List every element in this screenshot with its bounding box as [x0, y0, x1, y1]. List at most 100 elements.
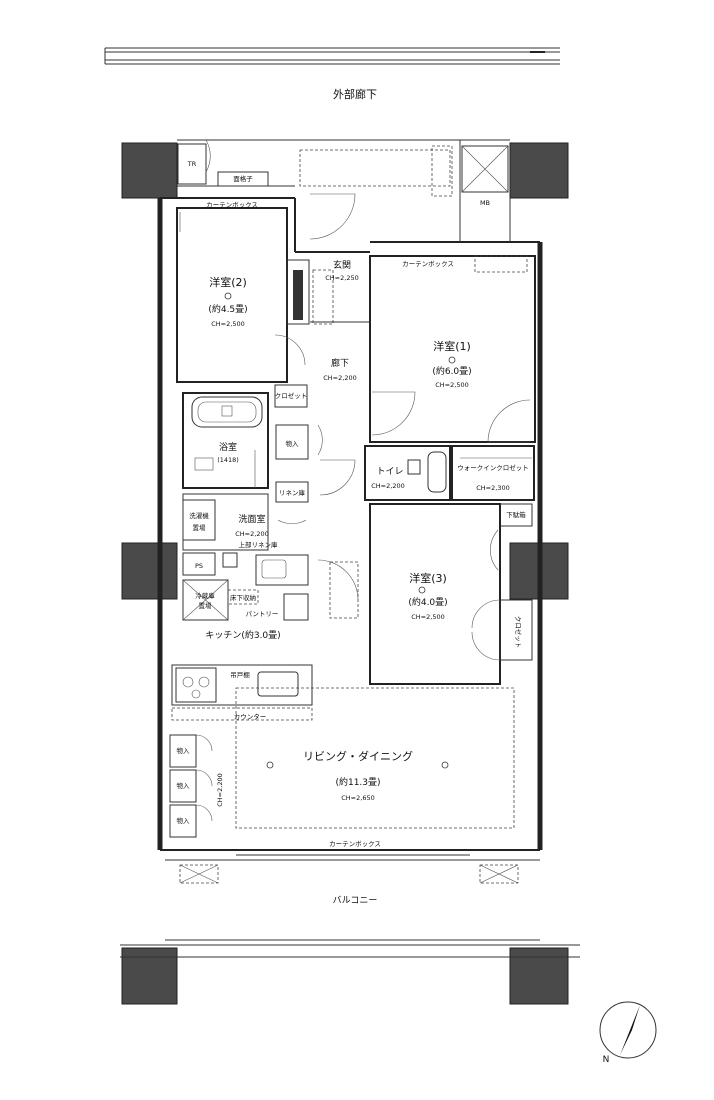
entrance-name: 玄関: [333, 259, 351, 271]
fridge-label-1: 冷蔵庫: [195, 591, 215, 600]
shoe-cabinet-label: 下駄箱: [506, 510, 526, 519]
room-bath: 浴室 (1418): [182, 392, 269, 489]
porch-dashed-2: [431, 145, 453, 197]
lattice-label: 面格子: [233, 174, 253, 183]
porch-dashed: [299, 149, 451, 187]
balcony: バルコニー: [120, 859, 580, 958]
ceiling-light-icon: [418, 586, 426, 594]
living-size: (約11.3畳): [335, 776, 380, 788]
linen-label: リネン庫: [279, 488, 306, 497]
stove-icon: [175, 667, 217, 703]
toilet-ch: CH=2,200: [371, 482, 404, 490]
kitchen-sink-icon: [257, 671, 299, 697]
room-living-dining: リビング・ダイニング (約11.3畳) CH=2,650: [235, 687, 515, 829]
balcony-label: バルコニー: [333, 895, 378, 906]
shoe-cabinet-fill: [293, 270, 303, 320]
washroom-name: 洗面室: [238, 513, 265, 525]
ceiling-light-icon: [266, 761, 274, 769]
room-western-1: カーテンボックス 洋室(1) (約6.0畳) CH=2,500: [369, 255, 536, 443]
western2-ch: CH=2,500: [211, 320, 244, 328]
washer-pan: [182, 499, 216, 541]
washer-pan-label-2: 置場: [193, 523, 207, 532]
closet-small: [274, 384, 308, 408]
sink-icon: [261, 559, 287, 579]
curtain-box-label-1: カーテンボックス: [206, 201, 258, 209]
hallway-name: 廊下: [331, 357, 349, 369]
kitchen-label: キッチン(約3.0畳): [205, 629, 280, 641]
ch-vertical-label: CH=2,200: [216, 773, 224, 806]
entrance-door-swing[interactable]: [309, 193, 356, 240]
pillar-bottom-right: [509, 947, 569, 1005]
pillar-top-right: [509, 142, 569, 199]
curtain-box-label-2: カーテンボックス: [402, 260, 454, 268]
fridge-label-2: 置場: [199, 601, 213, 610]
mb-label: MB: [480, 199, 490, 207]
toilet-icon: [427, 451, 447, 493]
upper-linen-label: 上部リネン庫: [239, 540, 279, 549]
western3-size: (約4.0畳): [408, 596, 447, 608]
tr-box: [177, 143, 207, 185]
pillar-bottom-left: [121, 947, 178, 1005]
storage-1-label: 物入: [177, 746, 191, 755]
room-walk-in-closet: ウォークインクロゼット CH=2,300: [451, 445, 535, 501]
western1-name: 洋室(1): [433, 339, 471, 353]
counter-label: カウンター: [234, 712, 267, 721]
ceiling-light-icon: [224, 292, 232, 300]
ps-label: PS: [195, 562, 203, 570]
shower-icon: [194, 457, 214, 471]
kitchen-counter: [171, 664, 313, 706]
washer-pan-label-1: 洗濯機: [189, 511, 209, 520]
mb-box: [461, 145, 509, 193]
western2-size: (約4.5畳): [208, 303, 247, 315]
hallway-ch: CH=2,200: [323, 374, 356, 382]
outer-walls: [157, 139, 543, 851]
sink-counter: [255, 554, 309, 586]
closet-vertical: [499, 599, 533, 661]
bathtub: [191, 396, 263, 428]
outer-corridor-rail: [104, 47, 560, 65]
room-washroom: 洗濯機 置場 洗面室 CH=2,200 上部リネン庫: [182, 493, 307, 551]
storage-3-label: 物入: [177, 816, 191, 825]
western1-size: (約6.0畳): [432, 365, 471, 377]
pillar-top-left: [121, 142, 178, 199]
compass-icon: N: [599, 1001, 657, 1065]
compass-north-label: N: [603, 1055, 610, 1065]
ceiling-light-icon: [448, 356, 456, 364]
cupboard-label: 吊戸棚: [230, 670, 250, 679]
closet-vertical-label: クロゼット: [514, 616, 523, 649]
storage-column: 物入 物入 物入: [169, 734, 213, 838]
entrance-storage: [286, 259, 310, 325]
ps-box: [182, 552, 216, 576]
bath-size: (1418): [217, 456, 239, 464]
pantry-label: パントリー: [246, 610, 279, 618]
western3-name: 洋室(3): [409, 571, 447, 585]
living-name: リビング・ダイニング: [303, 749, 413, 763]
room-toilet: トイレ CH=2,200: [364, 445, 451, 501]
closet-small-label: クロゼット: [275, 391, 308, 400]
western1-ch: CH=2,500: [435, 381, 468, 389]
western3-ch: CH=2,500: [411, 613, 444, 621]
walk-in-name: ウォークインクロゼット: [457, 463, 529, 472]
storage-hall: [275, 424, 309, 460]
pantry: [283, 593, 309, 621]
floor-storage: [227, 589, 259, 605]
lattice-window: [217, 171, 269, 187]
washroom-ch: CH=2,200: [235, 530, 268, 538]
floor-storage-label: 床下収納: [230, 593, 256, 602]
living-ch: CH=2,650: [341, 794, 374, 802]
entrance-ch: CH=2,250: [325, 274, 358, 282]
outer-corridor-label: 外部廊下: [333, 87, 377, 101]
room-western-2: カーテンボックス 洋室(2) (約4.5畳) CH=2,500: [176, 201, 288, 383]
toilet-name: トイレ: [376, 467, 403, 477]
western2-name: 洋室(2): [209, 275, 247, 289]
storage-2-label: 物入: [177, 781, 191, 790]
walk-in-ch: CH=2,300: [476, 484, 509, 492]
linen-storage: [275, 481, 309, 503]
bath-name: 浴室: [219, 441, 237, 453]
pillar-mid-left: [121, 542, 178, 600]
curtain-box-label-3: カーテンボックス: [329, 840, 381, 848]
tr-label: TR: [187, 160, 197, 168]
room-western-3: 洋室(3) (約4.0畳) CH=2,500: [369, 503, 501, 685]
storage-hall-label: 物入: [286, 439, 300, 448]
